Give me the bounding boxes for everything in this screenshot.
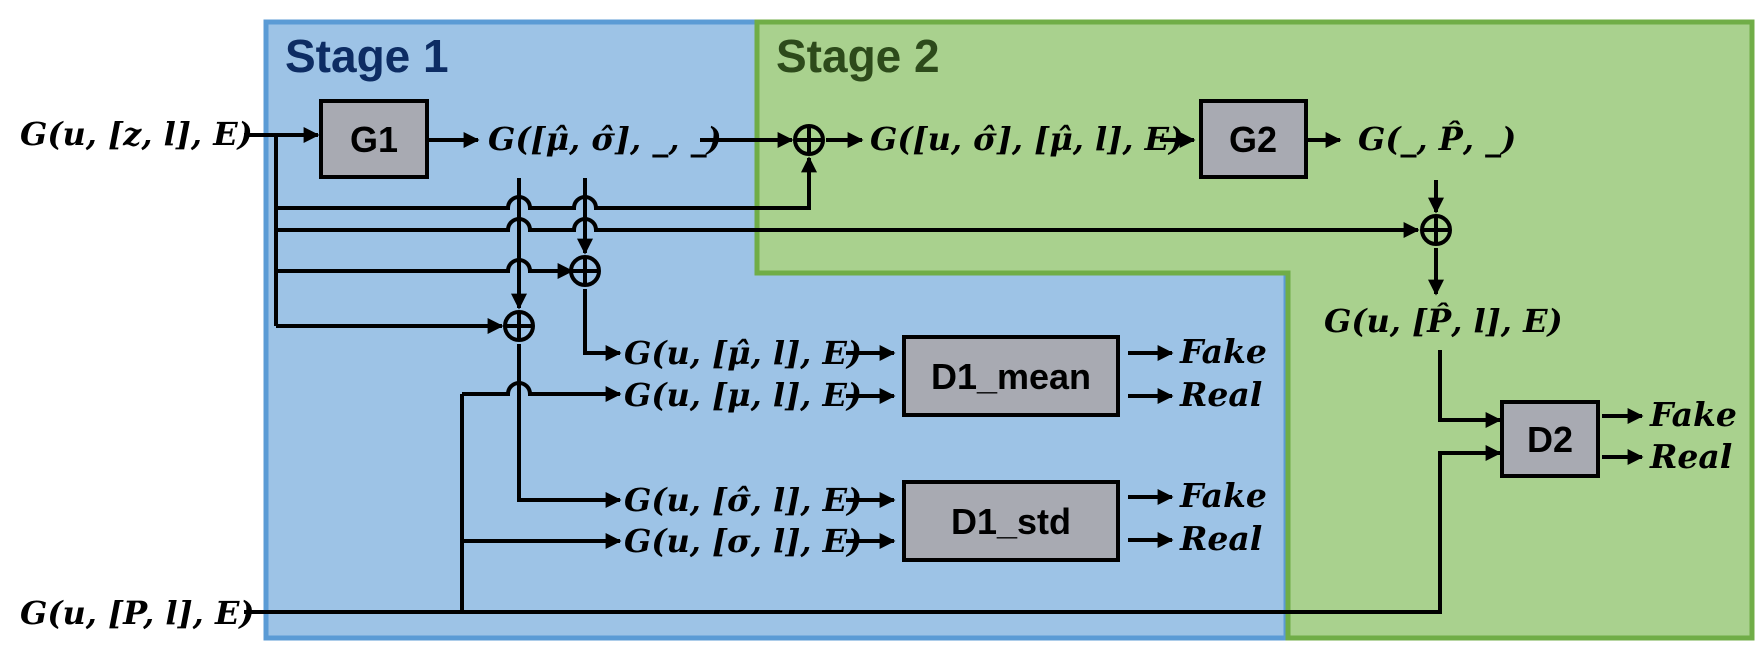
g2-output-label: G(_, P̂, _) (1358, 120, 1516, 158)
wire-concat3-stdfake (517, 344, 622, 508)
std-real-label: G(u, [σ, l], E) (624, 522, 862, 560)
d1-std-label: D1_std (951, 501, 1071, 542)
input-real-label: G(u, [P, l], E) (20, 594, 254, 632)
std-fake-label: G(u, [σ̂, l], E) (624, 481, 862, 519)
input-generated-label: G(u, [z, l], E) (20, 115, 253, 153)
d2-real-output: Real (1649, 437, 1732, 476)
wire-row1-concat1 (276, 156, 817, 210)
g2-block: G2 (1199, 99, 1308, 179)
g1-block: G1 (319, 99, 429, 179)
concat-node-1-icon (793, 124, 825, 156)
wire-d2label-d2 (1438, 350, 1502, 428)
concat-node-4-icon (1420, 214, 1452, 246)
mean-real-label: G(u, [μ, l], E) (624, 376, 862, 414)
g1-label: G1 (350, 119, 398, 160)
concat-node-3-icon (503, 310, 535, 342)
wire-row2-concat4 (276, 217, 1420, 238)
d2-fake-output: Fake (1649, 395, 1737, 434)
mean-fake-label: G(u, [μ̂, l], E) (624, 334, 862, 372)
d2-label: D2 (1527, 419, 1573, 460)
stage2-title: Stage 2 (776, 30, 940, 82)
stage1-title: Stage 1 (285, 30, 449, 82)
wire-real-meanreal (462, 381, 622, 402)
wire-real-bus-d2 (244, 445, 1502, 614)
d1-mean-real-output: Real (1179, 375, 1262, 414)
g2-label: G2 (1229, 119, 1277, 160)
d1-mean-fake-output: Fake (1179, 332, 1267, 371)
wire-concat2-meanfake (583, 289, 622, 361)
g2-input-label: G([u, σ̂], [μ̂, l], E) (870, 120, 1184, 158)
d1-std-fake-output: Fake (1179, 476, 1267, 515)
d1-std-block: D1_std (902, 480, 1120, 562)
d1-std-real-output: Real (1179, 519, 1262, 558)
d2-fake-input-label: G(u, [P̂, l], E) (1324, 302, 1563, 340)
d2-block: D2 (1500, 400, 1600, 478)
d1-mean-label: D1_mean (931, 356, 1091, 397)
d1-mean-block: D1_mean (902, 335, 1120, 417)
concat-node-2-icon (569, 255, 601, 287)
g1-output-label: G([μ̂, σ̂], _, _) (488, 120, 722, 158)
stage2-region (754, 19, 1755, 641)
